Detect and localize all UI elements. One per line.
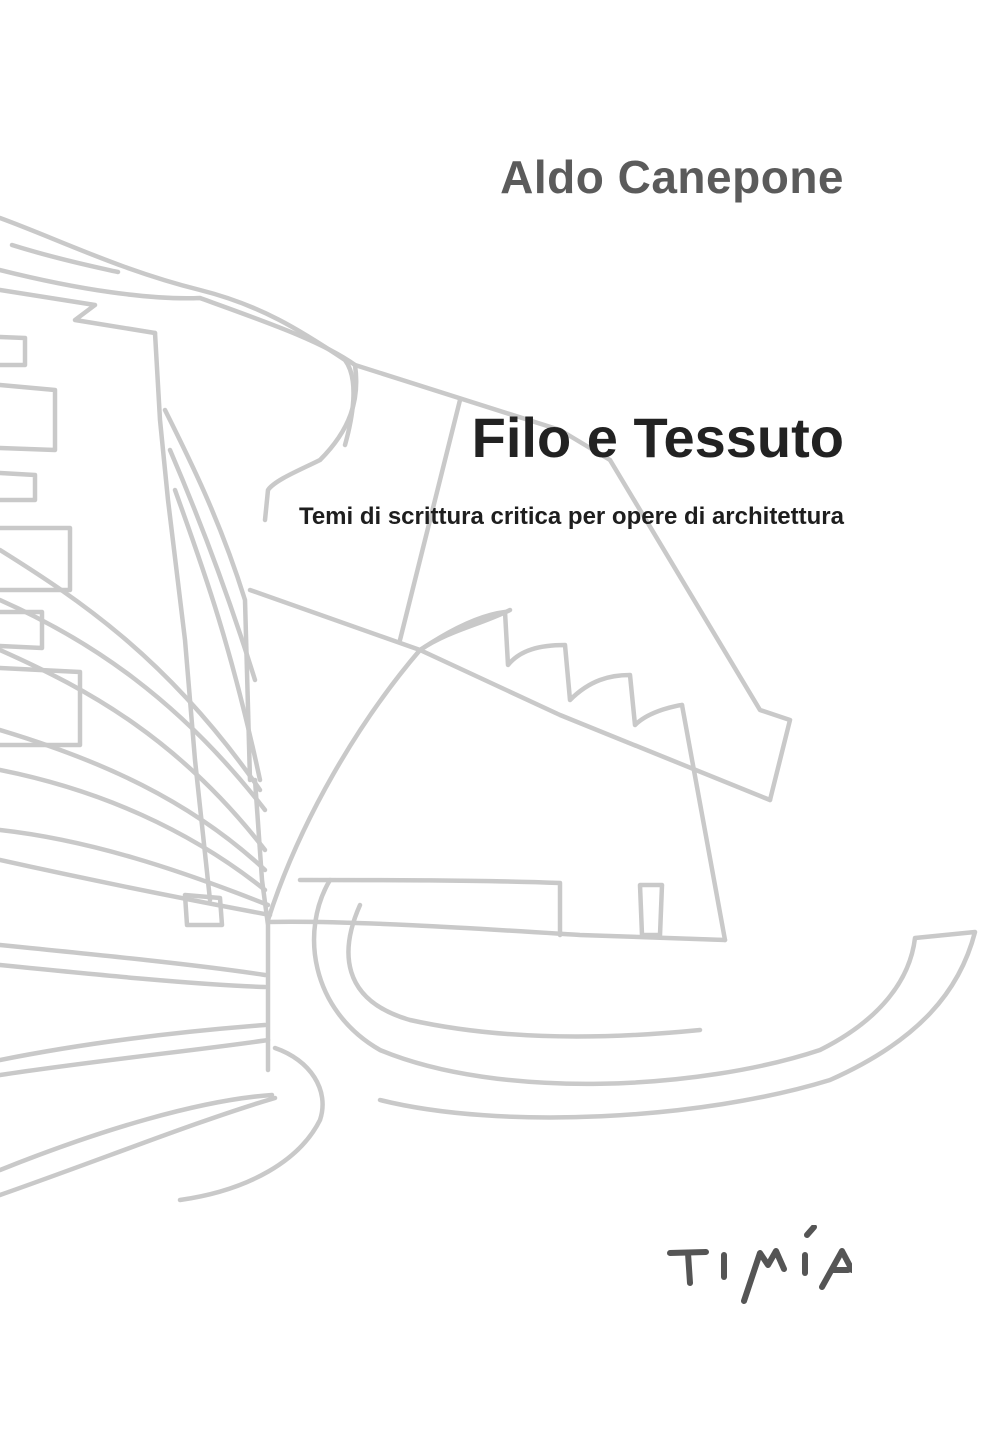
publisher-logo: TIMÍA: [662, 1224, 855, 1315]
book-title: Filo e Tessuto: [471, 406, 844, 469]
author-name: Aldo Canepone: [500, 151, 844, 203]
publisher-handwritten-mark-icon: [667, 1224, 855, 1304]
book-subtitle: Temi di scrittura critica per opere di a…: [298, 503, 844, 530]
